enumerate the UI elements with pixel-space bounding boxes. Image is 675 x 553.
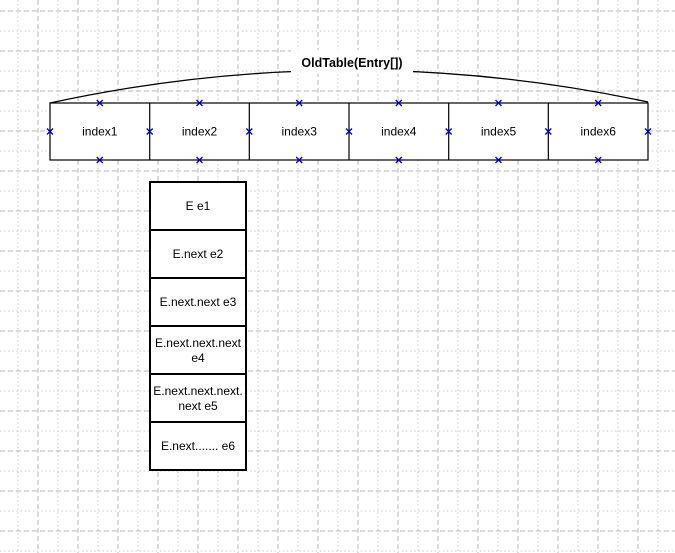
connection-point-icon[interactable] [196, 99, 203, 107]
connection-point-icon[interactable] [495, 99, 502, 107]
connection-point-icon[interactable] [295, 99, 303, 107]
connection-point-icon[interactable] [445, 128, 453, 135]
title-background [291, 50, 413, 74]
connection-point-icon[interactable] [594, 99, 602, 107]
entry-chain-row-e1[interactable]: E e1 [186, 199, 211, 213]
connection-point-icon[interactable] [495, 156, 502, 164]
connection-point-icon[interactable] [96, 156, 104, 164]
connection-point-icon[interactable] [345, 128, 353, 135]
old-table-cell-index4[interactable]: index4 [381, 125, 417, 139]
old-table-cell-index1[interactable]: index1 [82, 125, 118, 139]
connection-point-icon[interactable] [644, 128, 652, 135]
connection-points [46, 99, 652, 164]
entry-chain-row-e5-line2[interactable]: next e5 [178, 399, 218, 413]
entry-chain-row-e5[interactable]: E.next.next.next. next e5 [153, 384, 242, 413]
entry-chain-row-e5-line1[interactable]: E.next.next.next. [153, 384, 242, 398]
old-table-cell-index3[interactable]: index3 [282, 125, 318, 139]
connection-point-icon[interactable] [395, 99, 403, 107]
entry-chain-row-e4[interactable]: E.next.next.next e4 [155, 336, 242, 365]
old-table-cell-index6[interactable]: index6 [581, 125, 617, 139]
diagram-title[interactable]: OldTable(Entry[]) [291, 50, 413, 74]
connection-point-icon[interactable] [96, 99, 104, 107]
connection-point-icon[interactable] [146, 128, 154, 135]
connection-point-icon[interactable] [395, 156, 403, 164]
connection-point-icon[interactable] [196, 156, 203, 164]
connection-point-icon[interactable] [295, 156, 303, 164]
connection-point-icon[interactable] [594, 156, 602, 164]
entry-chain-row-e2[interactable]: E.next e2 [173, 247, 224, 261]
entry-chain-row-e3[interactable]: E.next.next e3 [160, 295, 237, 309]
entry-chain-row-e4-line1[interactable]: E.next.next.next [155, 336, 242, 350]
old-table-cell-index5[interactable]: index5 [481, 125, 517, 139]
old-table-cell-index2[interactable]: index2 [182, 125, 218, 139]
entry-chain-row-e6[interactable]: E.next....... e6 [161, 439, 235, 453]
connection-point-icon[interactable] [544, 128, 552, 135]
connection-point-icon[interactable] [245, 128, 253, 135]
connection-point-icon[interactable] [46, 128, 54, 135]
entry-chain-row-e4-line2[interactable]: e4 [191, 351, 205, 365]
table-title-label[interactable]: OldTable(Entry[]) [301, 56, 402, 70]
entry-chain-table[interactable]: E e1 E.next e2 E.next.next e3 E.next.nex… [149, 181, 247, 471]
